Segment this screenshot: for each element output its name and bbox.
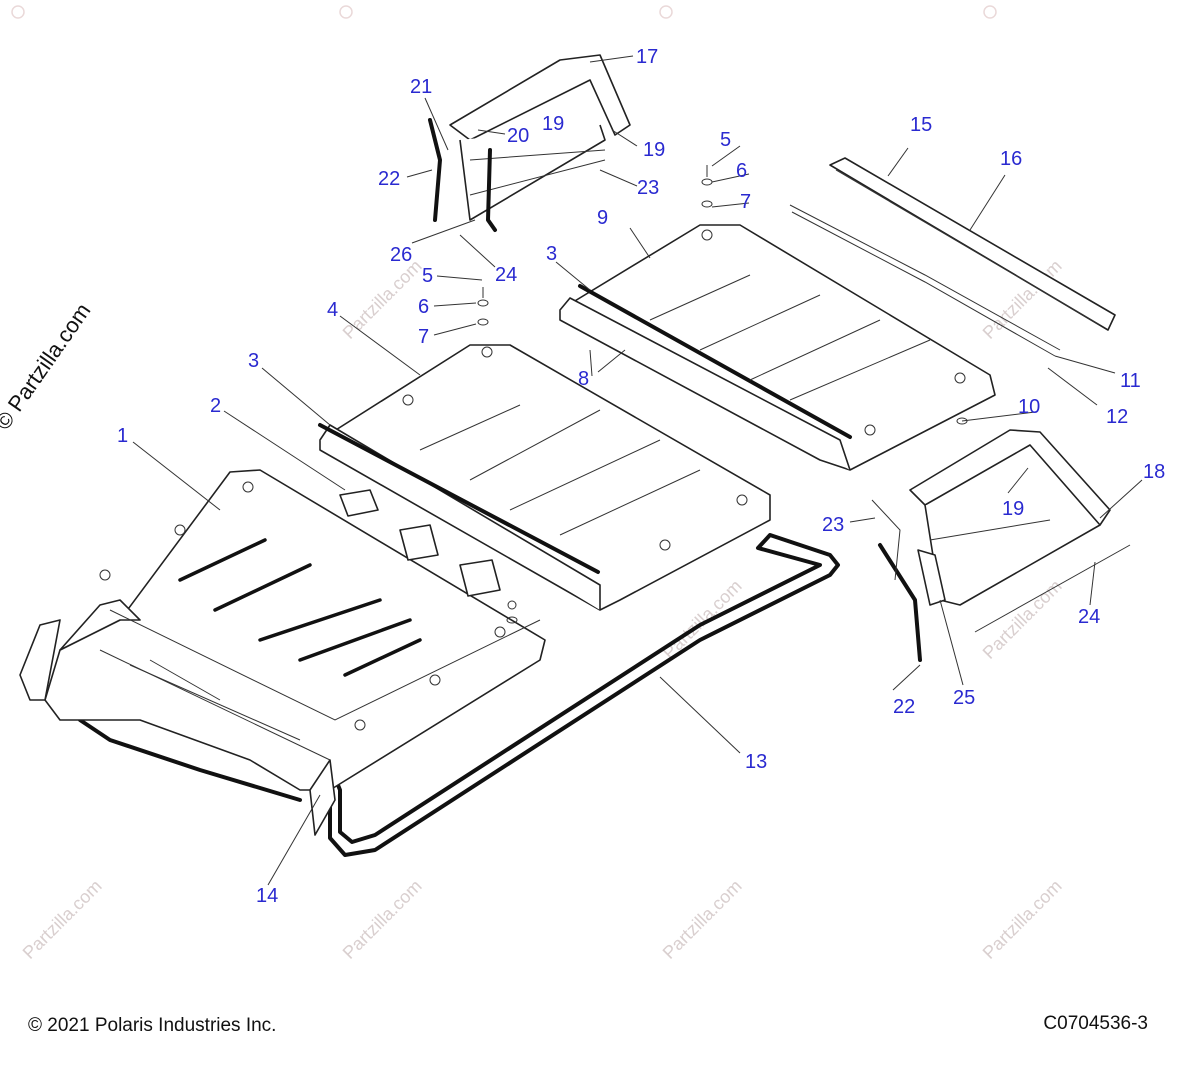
callout-19: 19: [643, 139, 665, 161]
copyright-text: © 2021 Polaris Industries Inc.: [28, 1015, 277, 1036]
callout-23: 23: [637, 177, 659, 199]
callout-19: 19: [542, 113, 564, 135]
watermark-tile: Partzilla.com: [979, 876, 1066, 963]
watermark-tile: Partzilla.com: [339, 876, 426, 963]
callout-7: 7: [418, 326, 429, 348]
part-9-rear-roof: [559, 224, 996, 471]
part-22-seal-lower: [878, 543, 922, 662]
callout-15: 15: [910, 114, 932, 136]
callout-8: 8: [578, 368, 589, 390]
callout-22: 22: [378, 168, 400, 190]
callout-14: 14: [256, 885, 278, 907]
callout-26: 26: [390, 244, 412, 266]
part-23-bar-lower: [871, 499, 901, 581]
diagram-code: C0704536-3: [1043, 1013, 1148, 1034]
part-16-rear-rail: [829, 157, 1116, 331]
callout-3: 3: [546, 243, 557, 265]
callout-5: 5: [422, 265, 433, 287]
part-1-front-roof: [19, 469, 546, 836]
callout-20: 20: [507, 125, 529, 147]
part-17-upper-frame: [449, 54, 631, 221]
callout-1: 1: [117, 425, 128, 447]
callout-24: 24: [495, 264, 517, 286]
callout-7: 7: [740, 191, 751, 213]
callout-16: 16: [1000, 148, 1022, 170]
part-2-pads: [339, 489, 501, 597]
part-18-rear-frame: [909, 429, 1111, 606]
callout-23: 23: [822, 514, 844, 536]
svg-text:Partzilla.com: Partzilla.com: [979, 876, 1066, 963]
watermark-tile: Partzilla.com: [659, 576, 746, 663]
part-11-strip: [789, 204, 1061, 357]
part-4-center-roof: [318, 344, 771, 611]
part-22-seal-upper: [428, 118, 442, 222]
callout-9: 9: [597, 207, 608, 229]
callout-12: 12: [1106, 406, 1128, 428]
callout-3: 3: [248, 350, 259, 372]
svg-text:Partzilla.com: Partzilla.com: [339, 256, 426, 343]
callout-labels: 1 2 3 4 3 5 6 7 5 6 7 8 9 10 11 12 13 14…: [117, 46, 1165, 907]
watermark-tile: Partzilla.com: [659, 876, 746, 963]
svg-text:Partzilla.com: Partzilla.com: [659, 876, 746, 963]
callout-25: 25: [953, 687, 975, 709]
part-25-bracket: [917, 549, 946, 606]
callout-21: 21: [410, 76, 432, 98]
callout-5: 5: [720, 129, 731, 151]
callout-18: 18: [1143, 461, 1165, 483]
callout-19: 19: [1002, 498, 1024, 520]
callout-2: 2: [210, 395, 221, 417]
callout-13: 13: [745, 751, 767, 773]
callout-4: 4: [327, 299, 338, 321]
part-23-bar-upper: [486, 148, 497, 232]
watermark-tile: Partzilla.com: [339, 256, 426, 343]
callout-11: 11: [1120, 370, 1141, 392]
svg-text:Partzilla.com: Partzilla.com: [339, 876, 426, 963]
svg-text:Partzilla.com: Partzilla.com: [659, 576, 746, 663]
callout-24: 24: [1078, 606, 1100, 628]
leader-lines: [132, 55, 1143, 886]
callout-10: 10: [1018, 396, 1040, 418]
callout-6: 6: [736, 160, 747, 182]
part-24-strip-lower: [974, 544, 1131, 633]
watermark-tile: Partzilla.com: [19, 876, 106, 963]
svg-text:Partzilla.com: Partzilla.com: [19, 876, 106, 963]
callout-17: 17: [636, 46, 658, 68]
callout-22: 22: [893, 696, 915, 718]
callout-6: 6: [418, 296, 429, 318]
